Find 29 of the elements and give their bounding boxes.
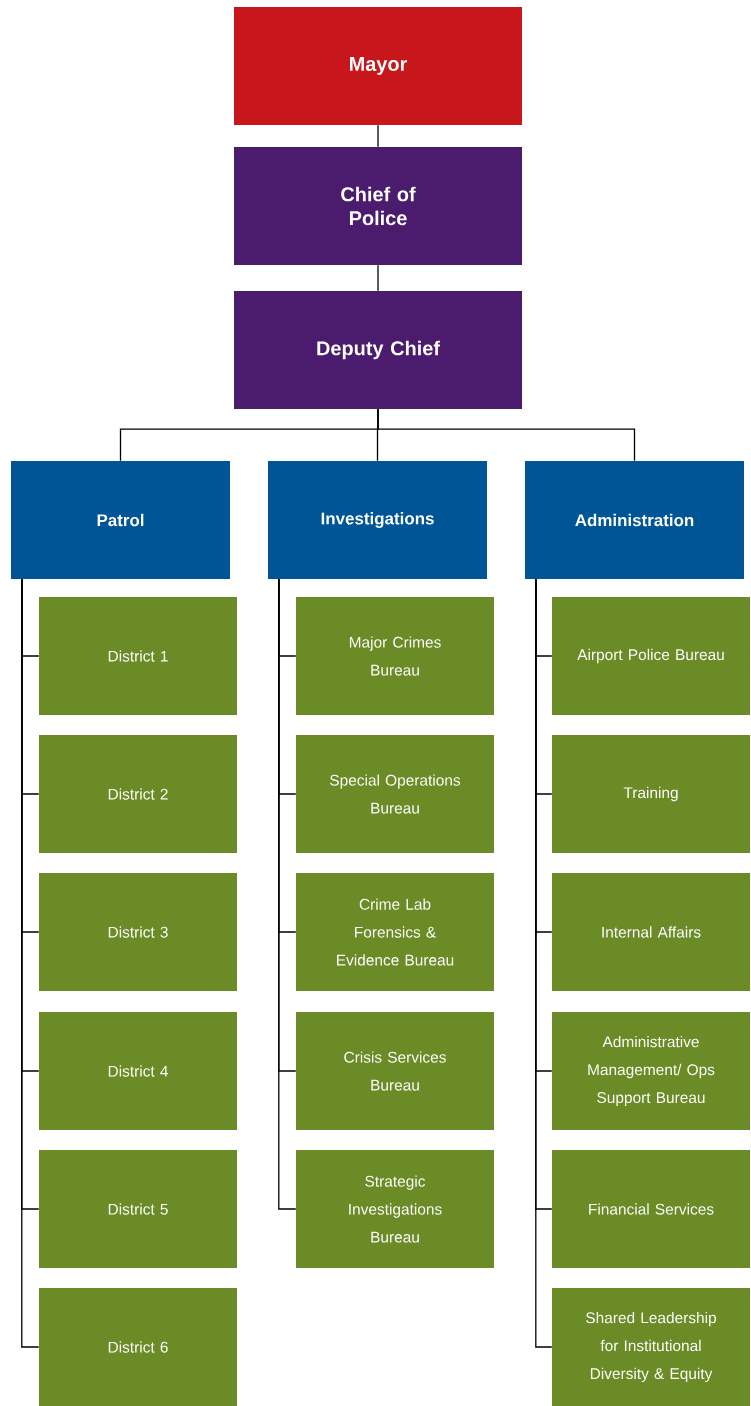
unit-box: Major Crimes Bureau	[296, 597, 494, 715]
unit-box: District 4	[39, 1012, 237, 1130]
division-box: Patrol	[11, 461, 230, 579]
connector-line	[535, 578, 553, 1348]
unit-box: Training	[552, 735, 750, 853]
unit-box: Administrative Management/ Ops Support Bureau	[552, 1012, 750, 1130]
unit-box: District 1	[39, 597, 237, 715]
connector-line	[377, 408, 636, 462]
connector-line	[377, 264, 379, 292]
division-box: Administration	[525, 461, 744, 579]
connector-line	[278, 578, 297, 1210]
unit-box: District 3	[39, 873, 237, 991]
title-box: Mayor	[234, 7, 522, 125]
unit-box: Airport Police Bureau	[552, 597, 750, 715]
unit-box: District 5	[39, 1150, 237, 1268]
unit-box: Financial Services	[552, 1150, 750, 1268]
unit-box: Special Operations Bureau	[296, 735, 494, 853]
title-box: Chief of Police	[234, 147, 522, 265]
unit-box: District 2	[39, 735, 237, 853]
unit-box: Shared Leadership for Institutional Diversity & Equity	[552, 1288, 750, 1406]
unit-box: Crime Lab Forensics & Evidence Bureau	[296, 873, 494, 991]
division-box: Investigations	[268, 461, 487, 579]
unit-box: Crisis Services Bureau	[296, 1012, 494, 1130]
unit-box: District 6	[39, 1288, 237, 1406]
title-box: Deputy Chief	[234, 291, 522, 409]
connector-line	[377, 124, 379, 148]
connector-line	[21, 578, 40, 1348]
unit-box: Internal Affairs	[552, 873, 750, 991]
unit-box: Strategic Investigations Bureau	[296, 1150, 494, 1268]
